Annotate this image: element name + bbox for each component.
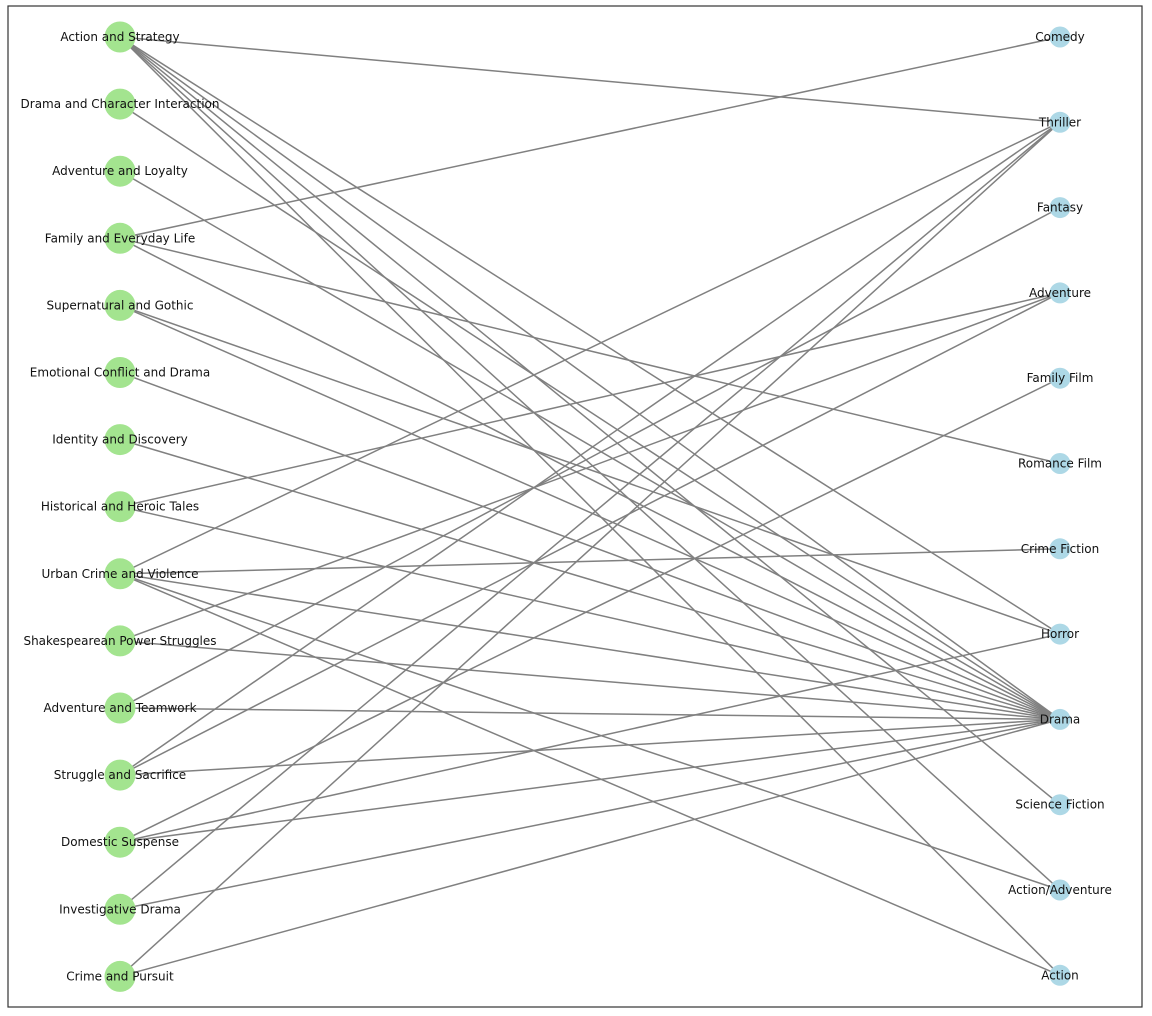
node-label-domestic-suspense: Domestic Suspense (61, 835, 179, 849)
node-crime-fiction (1049, 538, 1071, 560)
node-label-drama: Drama (1040, 712, 1081, 726)
node-supernatural-and-gothic (104, 289, 136, 321)
edge-urban-crime-and-violence-to-action (119, 573, 1061, 976)
edge-supernatural-and-gothic-to-drama (119, 304, 1061, 721)
node-label-identity-and-discovery: Identity and Discovery (52, 433, 187, 447)
node-shakespearean-power-struggles (104, 625, 136, 657)
node-label-fantasy: Fantasy (1037, 201, 1083, 215)
node-label-horror: Horror (1041, 627, 1079, 641)
edge-action-and-strategy-to-science-fiction (119, 36, 1061, 806)
edge-action-and-strategy-to-horror (119, 36, 1061, 635)
node-label-adventure: Adventure (1029, 286, 1091, 300)
edge-identity-and-discovery-to-drama (119, 438, 1061, 721)
edge-historical-and-heroic-tales-to-drama (119, 505, 1061, 721)
node-urban-crime-and-violence (104, 558, 136, 590)
node-label-crime-fiction: Crime Fiction (1021, 542, 1099, 556)
edge-historical-and-heroic-tales-to-adventure (119, 292, 1061, 508)
node-drama-and-character-interaction (104, 88, 136, 120)
node-comedy (1049, 26, 1071, 48)
node-label-adventure-and-loyalty: Adventure and Loyalty (52, 164, 188, 178)
edge-domestic-suspense-to-family-film (119, 377, 1061, 843)
edge-shakespearean-power-struggles-to-adventure (119, 292, 1061, 642)
node-label-emotional-conflict-and-drama: Emotional Conflict and Drama (30, 366, 210, 380)
edge-crime-and-pursuit-to-drama (119, 718, 1061, 978)
nodes-layer (104, 21, 1071, 992)
edge-struggle-and-sacrifice-to-drama (119, 718, 1061, 776)
edge-action-and-strategy-to-action-adventure (119, 36, 1061, 891)
edge-shakespearean-power-struggles-to-drama (119, 640, 1061, 721)
node-label-family-film: Family Film (1027, 371, 1094, 385)
node-thriller (1049, 111, 1071, 133)
node-label-struggle-and-sacrifice: Struggle and Sacrifice (54, 768, 186, 782)
edge-domestic-suspense-to-horror (119, 633, 1061, 843)
node-label-science-fiction: Science Fiction (1015, 798, 1104, 812)
node-label-urban-crime-and-violence: Urban Crime and Violence (42, 567, 199, 581)
node-adventure (1049, 282, 1071, 304)
node-label-action-adventure: Action/Adventure (1008, 883, 1112, 897)
edge-urban-crime-and-violence-to-action-adventure (119, 573, 1061, 891)
node-domestic-suspense (104, 826, 136, 858)
node-label-action: Action (1041, 968, 1079, 982)
edge-urban-crime-and-violence-to-thriller (119, 121, 1061, 575)
node-emotional-conflict-and-drama (104, 357, 136, 388)
edge-emotional-conflict-and-drama-to-drama (119, 371, 1061, 721)
edge-action-and-strategy-to-drama (119, 36, 1061, 721)
node-family-film (1049, 367, 1071, 389)
node-adventure-and-teamwork (104, 692, 136, 724)
node-investigative-drama (104, 893, 136, 925)
edge-adventure-and-loyalty-to-drama (119, 170, 1061, 721)
edge-struggle-and-sacrifice-to-adventure (119, 292, 1061, 776)
edge-crime-and-pursuit-to-thriller (119, 121, 1061, 977)
edge-family-and-everyday-life-to-comedy (119, 36, 1061, 240)
node-adventure-and-loyalty (104, 155, 136, 187)
edge-drama-and-character-interaction-to-drama (119, 103, 1061, 721)
edge-adventure-and-teamwork-to-fantasy (119, 206, 1061, 709)
node-label-action-and-strategy: Action and Strategy (60, 30, 179, 44)
node-action-and-strategy (104, 21, 136, 53)
edge-family-and-everyday-life-to-romance-film (119, 237, 1061, 465)
edge-supernatural-and-gothic-to-horror (119, 304, 1061, 635)
edge-action-and-strategy-to-action (119, 36, 1061, 976)
edge-family-and-everyday-life-to-drama (119, 237, 1061, 721)
node-label-crime-and-pursuit: Crime and Pursuit (66, 969, 174, 983)
node-label-shakespearean-power-struggles: Shakespearean Power Struggles (23, 634, 216, 648)
node-fantasy (1049, 197, 1071, 219)
node-historical-and-heroic-tales (104, 491, 136, 523)
node-label-supernatural-and-gothic: Supernatural and Gothic (47, 298, 194, 312)
node-label-historical-and-heroic-tales: Historical and Heroic Tales (41, 500, 199, 514)
node-science-fiction (1049, 794, 1071, 816)
node-action-adventure (1049, 879, 1071, 901)
node-romance-film (1049, 453, 1071, 474)
node-label-adventure-and-teamwork: Adventure and Teamwork (43, 701, 196, 715)
node-label-thriller: Thriller (1038, 115, 1081, 129)
edges-layer (119, 36, 1061, 978)
edge-adventure-and-teamwork-to-drama (119, 707, 1061, 721)
edge-struggle-and-sacrifice-to-thriller (119, 121, 1061, 776)
node-family-and-everyday-life (104, 222, 136, 254)
node-action (1049, 964, 1071, 986)
node-label-family-and-everyday-life: Family and Everyday Life (45, 231, 195, 245)
node-horror (1049, 623, 1071, 645)
edge-action-and-strategy-to-thriller (119, 36, 1061, 124)
edge-domestic-suspense-to-drama (119, 718, 1061, 843)
node-label-romance-film: Romance Film (1018, 457, 1102, 471)
node-identity-and-discovery (104, 424, 136, 456)
edge-urban-crime-and-violence-to-drama (119, 573, 1061, 721)
node-struggle-and-sacrifice (104, 759, 136, 791)
node-label-drama-and-character-interaction: Drama and Character Interaction (21, 97, 220, 111)
node-label-investigative-drama: Investigative Drama (59, 902, 181, 916)
node-crime-and-pursuit (104, 960, 136, 992)
node-drama (1049, 708, 1071, 730)
edge-investigative-drama-to-thriller (119, 121, 1061, 910)
edge-investigative-drama-to-drama (119, 718, 1061, 911)
node-label-comedy: Comedy (1035, 30, 1085, 44)
edge-urban-crime-and-violence-to-crime-fiction (119, 548, 1061, 575)
